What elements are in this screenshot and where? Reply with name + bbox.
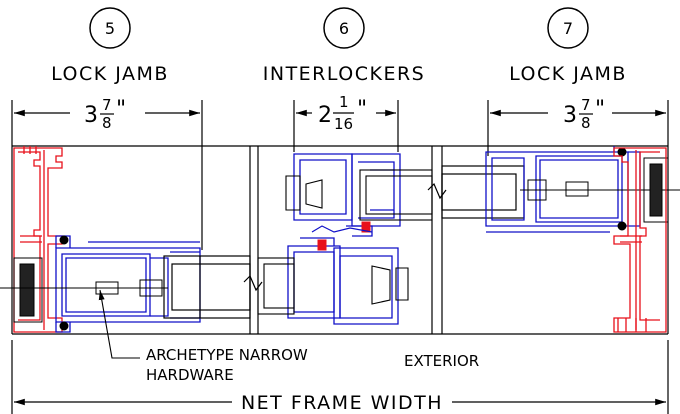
callout-5: 5 LOCK JAMB bbox=[51, 7, 169, 85]
hardware-note-line2: HARDWARE bbox=[146, 366, 234, 384]
callout-7: 7 LOCK JAMB bbox=[509, 7, 627, 85]
callout-6: 6 INTERLOCKERS bbox=[263, 7, 426, 85]
dimension-center bbox=[293, 100, 399, 152]
dim-center-den: 16 bbox=[334, 115, 353, 133]
left-lock-hardware bbox=[0, 235, 168, 331]
callout-circle bbox=[323, 7, 365, 49]
hardware-leader bbox=[98, 289, 140, 359]
interlocker-seals bbox=[311, 221, 373, 251]
dim-center-num: 1 bbox=[339, 93, 349, 111]
exterior-label: EXTERIOR bbox=[404, 352, 479, 370]
dim-left-num: 7 bbox=[102, 96, 112, 114]
callout-label: LOCK JAMB bbox=[509, 63, 627, 85]
left-sash-rail bbox=[163, 255, 251, 319]
interlocker-upper-inner bbox=[285, 169, 433, 221]
dim-right-num: 7 bbox=[581, 96, 591, 114]
dim-right-unit: " bbox=[595, 97, 605, 122]
dim-right-den: 8 bbox=[581, 114, 591, 132]
interlocker-lower-inner bbox=[257, 257, 409, 315]
dim-center-whole: 2 bbox=[318, 103, 332, 128]
callout-circle bbox=[89, 7, 131, 49]
interlocker-upper bbox=[293, 153, 401, 237]
dimension-left bbox=[11, 100, 203, 250]
net-frame-width-label: NET FRAME WIDTH bbox=[241, 392, 443, 414]
dim-left-whole: 3 bbox=[84, 103, 98, 128]
right-lock-hardware bbox=[520, 147, 680, 231]
dimension-right bbox=[487, 100, 669, 156]
hardware-note-line1: ARCHETYPE NARROW bbox=[146, 346, 308, 364]
right-lock-stile bbox=[485, 146, 641, 233]
callout-circle bbox=[547, 7, 589, 49]
dim-left-den: 8 bbox=[102, 114, 112, 132]
callout-number: 5 bbox=[105, 19, 115, 38]
callout-label: LOCK JAMB bbox=[51, 63, 169, 85]
dim-left-unit: " bbox=[116, 97, 126, 122]
dimension-overall bbox=[11, 340, 669, 414]
right-sash-rail bbox=[441, 165, 525, 219]
dim-center-unit: " bbox=[357, 97, 367, 122]
callout-number: 7 bbox=[563, 19, 573, 38]
callout-label: INTERLOCKERS bbox=[263, 63, 426, 85]
right-frame-jamb bbox=[613, 147, 667, 333]
dim-right-whole: 3 bbox=[563, 103, 577, 128]
callout-number: 6 bbox=[339, 19, 349, 38]
interlocker-lower bbox=[287, 237, 399, 325]
